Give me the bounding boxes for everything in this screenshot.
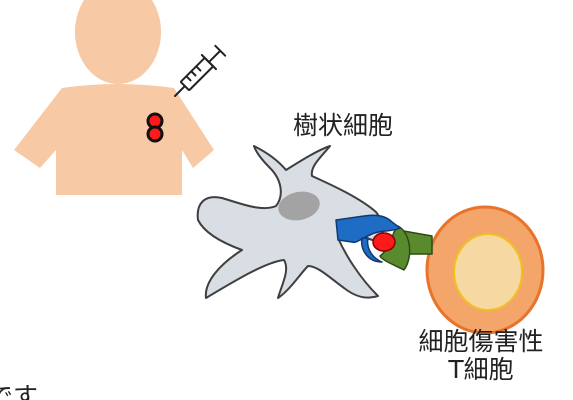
partial-caption-text: です	[0, 383, 38, 400]
t-cell-icon	[427, 207, 543, 333]
person-head	[75, 0, 161, 84]
t-cell-label: 細胞傷害性 T細胞	[396, 328, 566, 384]
t-cell-label-line1: 細胞傷害性	[396, 328, 566, 356]
presented-antigen-icon	[373, 233, 395, 251]
person-torso	[14, 84, 214, 195]
person-silhouette-icon	[14, 0, 214, 195]
t-cell-label-line2: T細胞	[396, 356, 566, 384]
syringe-icon	[168, 44, 227, 103]
antigen-icon	[148, 114, 162, 141]
dendritic-cell-label: 樹状細胞	[293, 112, 393, 140]
t-cell-inner	[454, 234, 522, 310]
